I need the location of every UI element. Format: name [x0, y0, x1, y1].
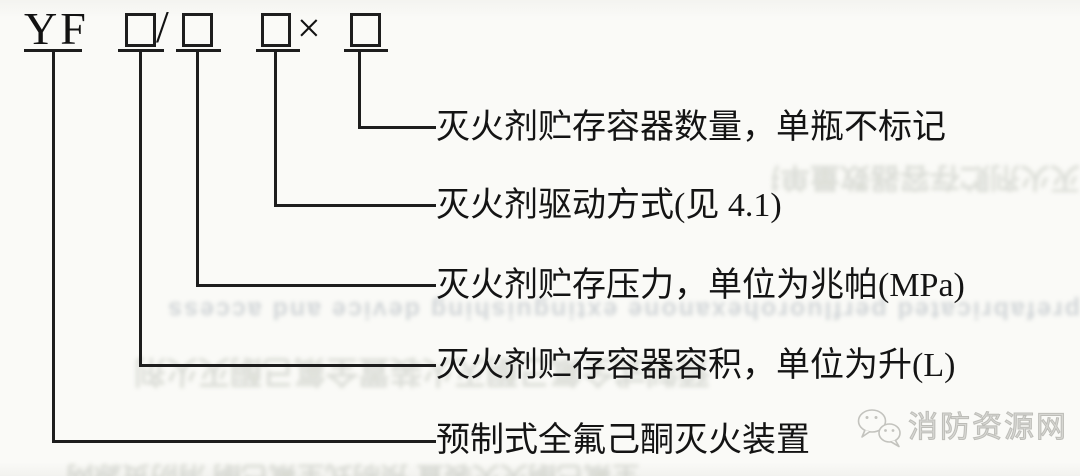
- underline-tick-pressure: [176, 49, 221, 52]
- slash-separator: /: [156, 1, 169, 52]
- placeholder-box-count: [350, 13, 381, 47]
- connector-vertical-device-name: [52, 49, 55, 442]
- underline-tick-drive: [256, 49, 300, 52]
- connector-horizontal-container-count: [358, 126, 436, 129]
- placeholder-box-volume: [125, 13, 156, 47]
- branch-label-storage-pressure: 灭火剂贮存压力，单位为兆帕(MPa): [436, 267, 965, 304]
- placeholder-box-drive: [261, 13, 291, 47]
- bleedthrough-artifact: 灭火剂贮存容器数量单瓶不标记: [772, 162, 1080, 192]
- branch-label-device-name: 预制式全氟己酮灭火装置: [436, 422, 810, 459]
- connector-vertical-container-volume: [139, 49, 142, 366]
- multiply-separator: ×: [297, 6, 321, 52]
- model-prefix: YF: [24, 3, 89, 54]
- connector-horizontal-drive-method: [274, 204, 436, 207]
- connector-vertical-container-count: [358, 49, 361, 128]
- branch-label-drive-method: 灭火剂驱动方式(见 4.1): [436, 187, 782, 224]
- site-watermark: 消防资源网: [856, 408, 1068, 448]
- branch-label-container-count: 灭火剂贮存容器数量，单瓶不标记: [436, 109, 946, 146]
- watermark-site-name: 消防资源网: [908, 411, 1068, 444]
- connector-vertical-drive-method: [274, 49, 277, 206]
- connector-horizontal-device-name: [52, 440, 436, 443]
- connector-horizontal-storage-pressure: [196, 284, 436, 287]
- placeholder-box-pressure: [182, 13, 213, 47]
- connector-vertical-storage-pressure: [196, 49, 199, 286]
- wechat-chat-bubbles-icon: [856, 408, 904, 448]
- underline-tick-count: [344, 49, 388, 52]
- branch-label-container-volume: 灭火剂贮存容器容积，单位为升(L): [436, 347, 956, 384]
- connector-horizontal-container-volume: [139, 364, 436, 367]
- bleedthrough-artifact: 全氟己酮灭火装置 预制式全氟己酮 消防资源网: [0, 461, 640, 476]
